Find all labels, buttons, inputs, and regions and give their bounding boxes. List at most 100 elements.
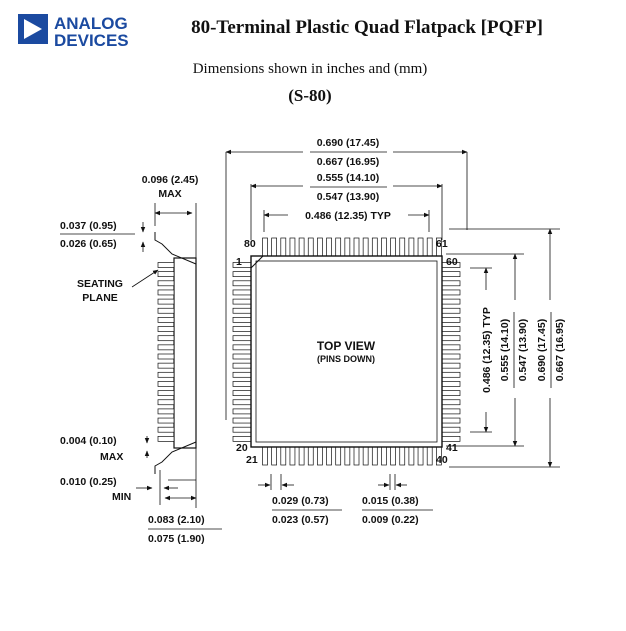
pin-label-20: 20 [236,442,248,454]
standoff-value: 0.010 (0.25) [60,476,117,488]
pin-label-80: 80 [244,238,256,250]
side-view-pin [157,289,175,296]
right-overall-max: 0.690 (17.45) [536,319,548,381]
top-edge-pin [262,237,268,257]
logo-triangle-icon [24,19,42,39]
pin-label-21: 21 [246,454,258,466]
side-view-pin [157,353,175,360]
right-overall-min: 0.667 (16.95) [554,319,566,381]
side-view-pin [157,417,175,424]
top-edge-pin [307,237,314,257]
page-title: 80-Terminal Plastic Quad Flatpack [PQFP] [191,17,543,38]
coplanarity-label: MAX [100,451,123,463]
side-view-pin [157,307,175,314]
logo-text-line2: DEVICES [54,31,129,50]
top-edge-pin [362,237,369,257]
right-edge-pin [441,362,461,369]
side-view-pin [157,298,175,305]
side-view-body [173,257,197,449]
top-edge-pin [344,237,351,257]
bottom-edge-pin [353,446,360,466]
height-max-label: MAX [158,188,181,200]
side-view-pin [157,271,175,277]
seating-plane-label-1: SEATING [77,278,123,290]
right-edge-pin [441,436,461,442]
package-body [250,255,443,448]
bottom-edge-pin [271,446,277,466]
pin-label-60: 60 [446,256,458,268]
bottom-edge-pin [344,446,351,466]
side-view: 0.096 (2.45) MAX 0.037 (0.95) 0.026 (0.6… [60,174,222,545]
side-view-pin [157,262,175,268]
top-edge-pin [408,237,415,257]
top-edge-pin [280,237,287,257]
top-view-title: TOP VIEW [317,339,376,353]
bottom-edge-pin [307,446,314,466]
bottom-edge-pin [262,446,268,466]
left-edge-pin [232,362,252,369]
left-edge-pin [232,271,252,277]
side-view-pin [157,280,175,287]
top-edge-pin [326,237,332,257]
right-body-min: 0.547 (13.90) [517,319,529,381]
left-edge-pin [232,307,252,314]
right-dimensions: 0.486 (12.35) TYP 0.555 (14.10) 0.547 (1… [446,228,566,468]
left-edge-pin [232,417,252,424]
side-view-pin [157,362,175,369]
lead-min-value: 0.026 (0.65) [60,238,117,250]
top-view: TOP VIEW (PINS DOWN) 80 1 61 60 20 21 40… [232,237,461,466]
right-edge-pin [441,307,461,314]
pin-label-40: 40 [436,454,448,466]
bottom-edge-pin [317,446,323,466]
right-edge-pin [441,381,461,387]
side-view-pin [157,381,175,387]
body-thickness-max: 0.083 (2.10) [148,514,205,526]
bottom-edge-pin [326,446,332,466]
right-edge-pin [441,289,461,296]
side-view-pin [157,326,175,332]
side-view-pin [157,335,175,342]
pitch-min-value: 0.023 (0.57) [272,514,329,526]
right-edge-pin [441,390,461,396]
body-max-value: 0.555 (14.10) [317,172,379,184]
top-edge-pin [353,237,360,257]
right-edge-pin [441,399,461,406]
right-edge-pin [441,317,461,323]
side-view-pins [157,262,175,442]
left-edge-pin [232,390,252,396]
body-label-bg [303,170,393,202]
right-edge-pin [441,417,461,424]
right-edge-pin [441,408,461,415]
side-view-pin [157,408,175,415]
right-body-label-bg [496,300,526,398]
left-edge-pin [232,371,252,378]
seating-plane-label-2: PLANE [82,292,118,304]
page-subtitle: Dimensions shown in inches and (mm) [193,61,428,77]
body-thickness-min: 0.075 (1.90) [148,533,205,545]
overall-label-bg [303,135,393,167]
right-edge-pin [441,353,461,360]
right-edge-pin [441,280,461,287]
width-min-value: 0.009 (0.22) [362,514,419,526]
bottom-dimensions: 0.029 (0.73) 0.023 (0.57) 0.015 (0.38) 0… [258,474,433,526]
left-edge-pin [232,426,252,433]
pin-label-61: 61 [436,238,448,250]
right-body-max: 0.555 (14.10) [499,319,511,381]
top-view-pins [232,237,461,466]
left-edge-pin [232,298,252,305]
seating-plane-leader [131,269,159,288]
bottom-lead-profile [154,441,197,474]
side-view-pin [157,399,175,406]
pin-label-1: 1 [236,256,242,268]
top-edge-pin [371,237,378,257]
standoff-label: MIN [112,491,131,503]
top-edge-pin [335,237,342,257]
height-max-value: 0.096 (2.45) [142,174,199,186]
bottom-edge-pin [371,446,378,466]
bottom-edge-pin [381,446,387,466]
pitch-max-value: 0.029 (0.73) [272,495,329,507]
right-edge-pin [441,326,461,332]
left-edge-pin [232,289,252,296]
